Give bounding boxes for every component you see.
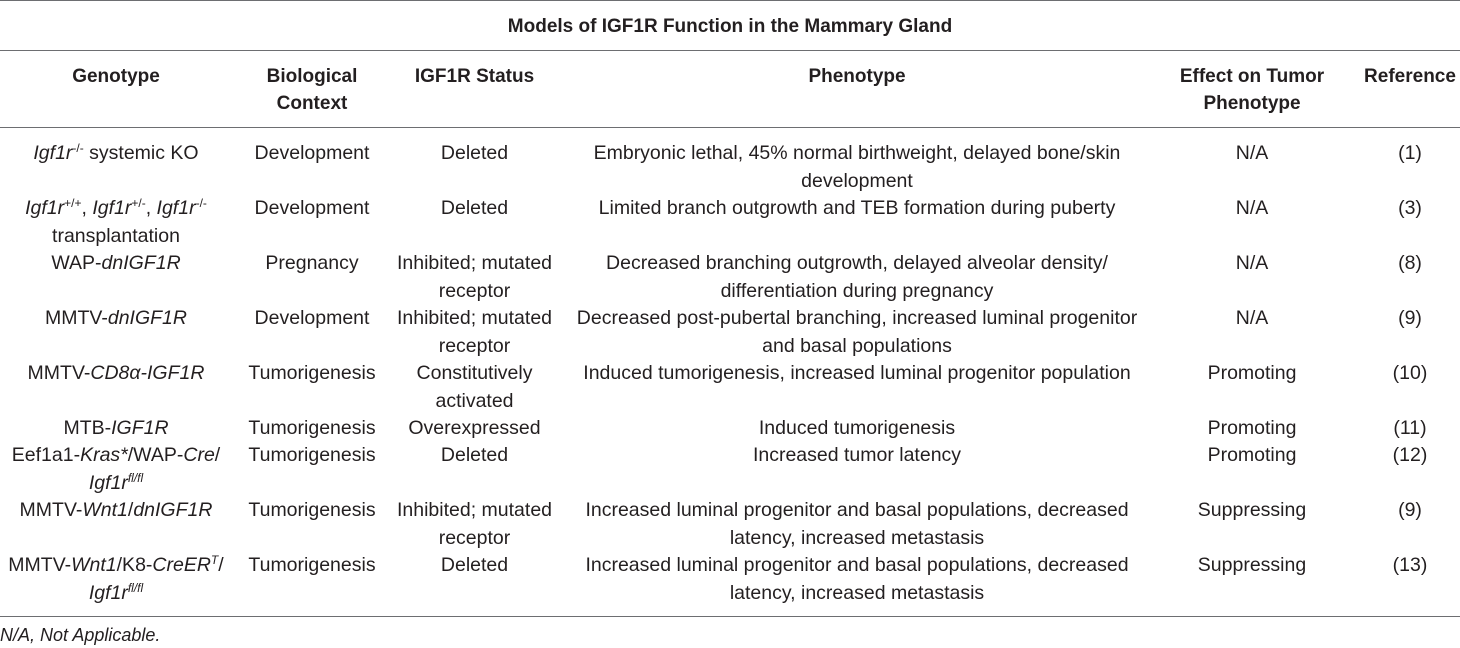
table-row-6-effect: Promoting (1207, 417, 1297, 439)
header-genotype: Genotype (72, 66, 160, 87)
table-row-3-context: Pregnancy (265, 252, 359, 274)
table-row-3-phenotype: Decreased branching outgrowth, delayed a… (606, 252, 1108, 302)
table-row-3-effect: N/A (1235, 252, 1269, 274)
table-row-9-reference: (13) (1392, 554, 1428, 576)
table-row-2-phenotype: Limited branch outgrowth and TEB formati… (598, 197, 1116, 219)
table-row-2-effect: N/A (1235, 197, 1269, 219)
header-phenotype: Phenotype (808, 66, 906, 87)
table-row-3-genotype: WAP-dnIGF1R (51, 252, 181, 274)
table-row-8-effect: Suppressing (1197, 499, 1307, 521)
table-row-9-context: Tumorigenesis (248, 554, 376, 576)
table-row-7-phenotype: Increased tumor latency (752, 444, 962, 466)
table-row-8-genotype: MMTV-Wnt1/dnIGF1R (19, 499, 213, 521)
table-row-5-reference: (10) (1392, 362, 1428, 384)
table-row-6-genotype: MTB-IGF1R (63, 417, 169, 439)
bottom-rule (0, 616, 1460, 617)
table-row-6-context: Tumorigenesis (248, 417, 376, 439)
table-row-9-status: Deleted (440, 554, 509, 576)
top-rule (0, 0, 1460, 1)
table-row-8-phenotype: Increased luminal progenitor and basal p… (585, 499, 1129, 549)
table-row-4-phenotype: Decreased post-pubertal branching, incre… (576, 307, 1138, 357)
table-row-5-context: Tumorigenesis (248, 362, 376, 384)
header-reference: Reference (1364, 66, 1456, 87)
table-row-7-status: Deleted (440, 444, 509, 466)
table-row-6-phenotype: Induced tumorigenesis (758, 417, 956, 439)
table-row-6-reference: (11) (1393, 417, 1427, 439)
table-row-2-genotype: Igf1r+/+, Igf1r+/-, Igf1r-/-transplantat… (25, 196, 207, 247)
table-row-8-reference: (9) (1398, 499, 1422, 521)
table-row-1-phenotype: Embryonic lethal, 45% normal birthweight… (593, 142, 1121, 192)
table-row-7-genotype: Eef1a1-Kras*/WAP-Cre/Igf1rfl/fl (11, 444, 221, 494)
table-row-4-genotype: MMTV-dnIGF1R (45, 307, 187, 329)
table-row-1-context: Development (254, 142, 370, 164)
table-row-2-context: Development (254, 197, 370, 219)
table-row-9-genotype: MMTV-Wnt1/K8-CreERT/Igf1rfl/fl (8, 553, 224, 604)
table-row-5-phenotype: Induced tumorigenesis, increased luminal… (583, 362, 1131, 384)
table-row-7-reference: (12) (1392, 444, 1428, 466)
table-row-7-context: Tumorigenesis (248, 444, 376, 466)
table-row-5-effect: Promoting (1207, 362, 1297, 384)
table-row-6-status: Overexpressed (408, 417, 541, 439)
table-row-4-context: Development (254, 307, 370, 329)
table-row-1-genotype: Igf1r-/- systemic KO (33, 141, 199, 164)
table-row-9-phenotype: Increased luminal progenitor and basal p… (585, 554, 1129, 604)
table-row-4-effect: N/A (1235, 307, 1269, 329)
table-row-2-status: Deleted (440, 197, 509, 219)
table-row-5-genotype: MMTV-CD8α-IGF1R (27, 362, 205, 384)
title-rule (0, 50, 1460, 51)
table-row-3-reference: (8) (1398, 252, 1422, 274)
table-row-7-effect: Promoting (1207, 444, 1297, 466)
table-row-4-reference: (9) (1398, 307, 1422, 329)
table-row-8-context: Tumorigenesis (248, 499, 376, 521)
table-footnote: N/A, Not Applicable. (0, 625, 161, 645)
header-rule (0, 127, 1460, 128)
table-row-1-status: Deleted (440, 142, 509, 164)
table-row-1-reference: (1) (1398, 142, 1422, 164)
table-row-9-effect: Suppressing (1197, 554, 1307, 576)
header-igf1r-status: IGF1R Status (414, 66, 535, 87)
table-title: Models of IGF1R Function in the Mammary … (507, 16, 953, 37)
table-row-2-reference: (3) (1398, 197, 1422, 219)
table-row-1-effect: N/A (1235, 142, 1269, 164)
